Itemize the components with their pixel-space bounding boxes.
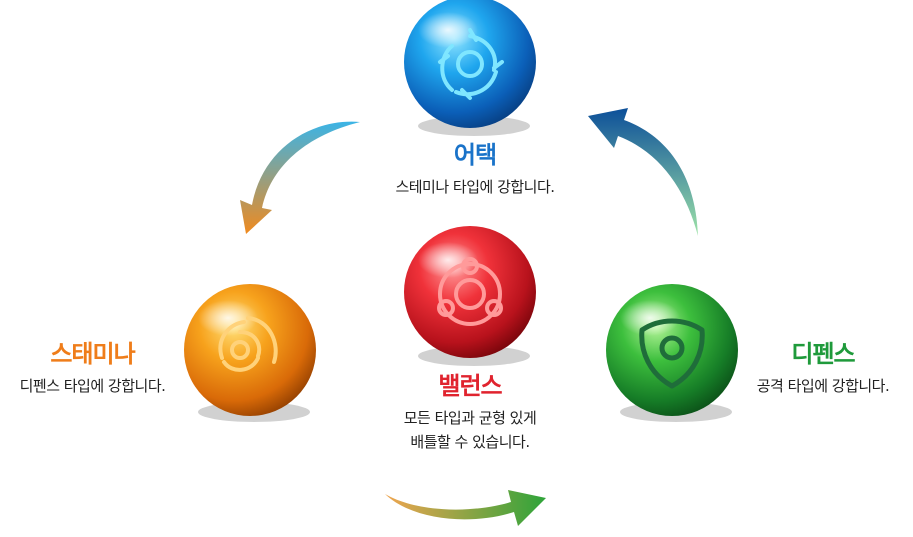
balance-desc-line1: 모든 타입과 균형 있게 (403, 409, 537, 427)
balance-title: 밸런스 (438, 372, 502, 400)
attack-desc: 스테미나 타입에 강합니다. (395, 178, 555, 196)
defense-orb (606, 284, 738, 422)
attack-label: 어택 스테미나 타입에 강합니다. (370, 141, 580, 199)
stamina-orb (184, 284, 316, 422)
stamina-desc: 디펜스 타입에 강합니다. (19, 377, 166, 395)
balance-label: 밸런스 모든 타입과 균형 있게 배틀할 수 있습니다. (370, 372, 570, 454)
balance-orb (404, 226, 536, 366)
arrow-attack-to-stamina (240, 121, 360, 234)
defense-title: 디펜스 (791, 340, 855, 368)
shield-icon (639, 318, 705, 389)
arrow-defense-to-attack (588, 108, 698, 236)
arrow-stamina-to-defense (385, 490, 546, 526)
atom-icon (437, 257, 503, 326)
spiral-icon (218, 316, 278, 372)
balance-desc-line2: 배틀할 수 있습니다. (410, 433, 530, 451)
stamina-title: 스태미나 (50, 340, 135, 368)
vortex-blade-icon (438, 28, 504, 100)
defense-desc: 공격 타입에 강합니다. (756, 377, 890, 395)
attack-title: 어택 (453, 141, 497, 169)
stamina-label: 스태미나 디펜스 타입에 강합니다. (0, 340, 185, 398)
defense-label: 디펜스 공격 타입에 강합니다. (738, 340, 908, 398)
attack-orb (404, 0, 536, 136)
